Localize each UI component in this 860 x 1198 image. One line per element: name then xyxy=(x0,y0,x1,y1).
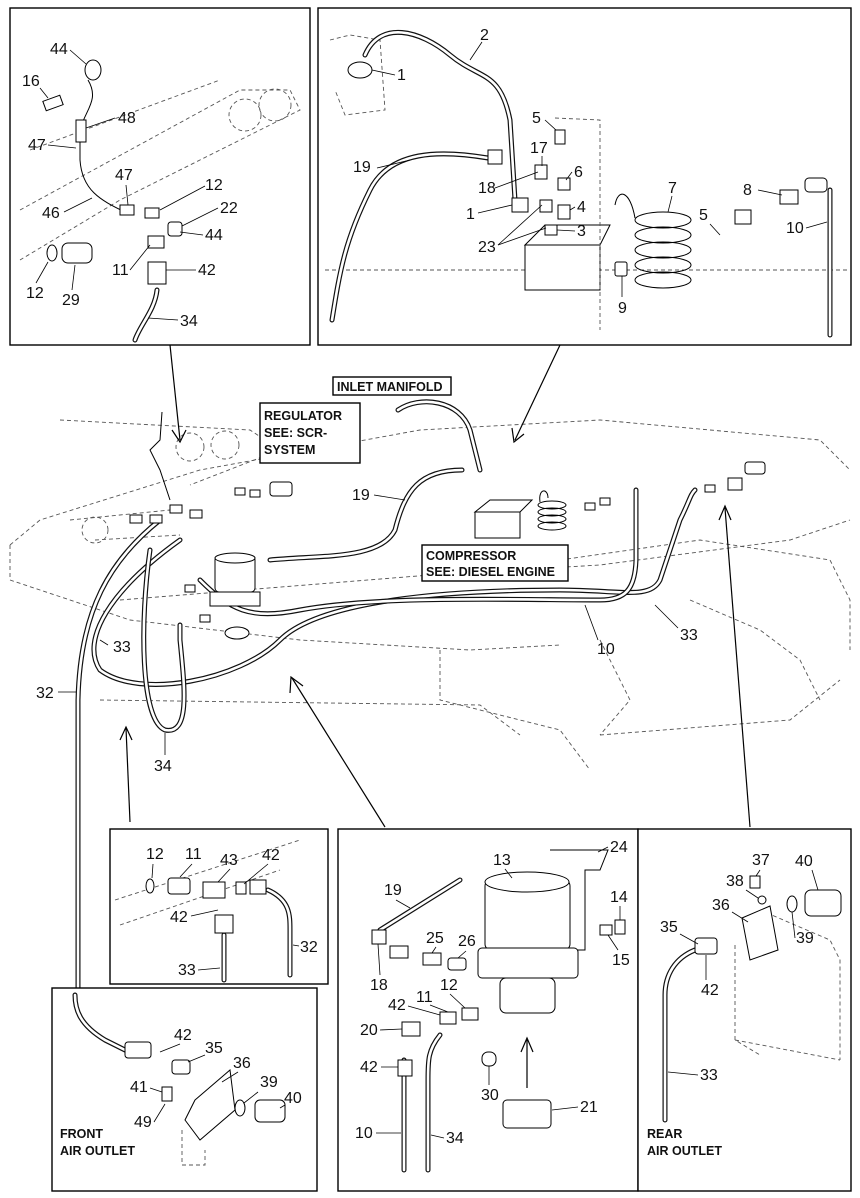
callout-tr-1a: 1 xyxy=(397,67,406,84)
top-left-detail-panel: 44 16 48 47 47 12 22 46 44 11 42 12 29 3… xyxy=(9,7,311,346)
callout-main-33-left: 33 xyxy=(113,639,131,656)
callout-tr-1b: 1 xyxy=(466,206,475,223)
callout-bc-21: 21 xyxy=(580,1099,598,1116)
callout-br-33: 33 xyxy=(700,1067,718,1084)
callout-bc-13: 13 xyxy=(493,852,511,869)
callout-tl-12: 12 xyxy=(205,177,223,194)
callout-ml-11: 11 xyxy=(185,846,202,863)
rear-air-outlet-panel: 37 40 38 36 35 39 42 33 REAR AIR OUTLET xyxy=(637,828,852,1192)
callout-tr-9: 9 xyxy=(618,300,627,317)
callout-bl-42: 42 xyxy=(174,1027,192,1044)
callout-bl-39: 39 xyxy=(260,1074,278,1091)
callout-ml-42a: 42 xyxy=(262,847,280,864)
callout-tr-19: 19 xyxy=(353,159,371,176)
regulator-caption-line2: SEE: SCR- xyxy=(264,426,327,440)
front-outlet-caption-line2: AIR OUTLET xyxy=(60,1144,135,1158)
callout-tl-46: 46 xyxy=(42,205,60,222)
callout-tl-16: 16 xyxy=(22,73,40,90)
callout-tr-17: 17 xyxy=(530,140,548,157)
callout-bl-36: 36 xyxy=(233,1055,251,1072)
callout-tl-47b: 47 xyxy=(115,167,133,184)
regulator-caption-line1: REGULATOR xyxy=(264,409,342,423)
callout-bc-20: 20 xyxy=(360,1022,378,1039)
callout-ml-42b: 42 xyxy=(170,909,188,926)
callout-tl-34: 34 xyxy=(180,313,198,330)
callout-bl-40: 40 xyxy=(284,1090,302,1107)
callout-br-40: 40 xyxy=(795,853,813,870)
callout-bl-49: 49 xyxy=(134,1114,152,1131)
callout-br-39: 39 xyxy=(796,930,814,947)
callout-tl-22: 22 xyxy=(220,200,238,217)
mid-left-detail-panel: 12 11 43 42 42 33 32 xyxy=(109,828,329,985)
callout-bc-24: 24 xyxy=(610,839,628,856)
callout-ml-12: 12 xyxy=(146,846,164,863)
callout-br-42: 42 xyxy=(701,982,719,999)
callout-bc-25: 25 xyxy=(426,930,444,947)
callout-main-10: 10 xyxy=(597,641,615,658)
callout-tr-10: 10 xyxy=(786,220,804,237)
compressor-caption-line1: COMPRESSOR xyxy=(426,549,516,563)
compressor-caption-line2: SEE: DIESEL ENGINE xyxy=(426,565,555,579)
callout-br-36: 36 xyxy=(712,897,730,914)
compressor-caption-box xyxy=(421,544,569,582)
callout-tr-5a: 5 xyxy=(532,110,541,127)
callout-bc-30: 30 xyxy=(481,1087,499,1104)
callout-bl-35: 35 xyxy=(205,1040,223,1057)
callout-tl-42: 42 xyxy=(198,262,216,279)
callout-bc-15: 15 xyxy=(612,952,630,969)
callout-br-37: 37 xyxy=(752,852,770,869)
top-right-detail-panel: 2 1 5 19 17 6 18 1 4 3 23 7 8 5 10 9 xyxy=(317,7,852,346)
rear-outlet-caption-line1: REAR xyxy=(647,1127,682,1141)
callout-tr-3: 3 xyxy=(577,223,586,240)
callout-br-38: 38 xyxy=(726,873,744,890)
front-outlet-caption-line1: FRONT xyxy=(60,1127,103,1141)
callout-tr-8: 8 xyxy=(743,182,752,199)
callout-bc-34: 34 xyxy=(446,1130,464,1147)
front-air-outlet-panel: 42 35 36 41 39 40 49 FRONT AIR OUTLET xyxy=(51,987,318,1192)
callout-bc-11: 11 xyxy=(416,989,433,1006)
callout-main-34: 34 xyxy=(154,758,172,775)
callout-tl-11: 11 xyxy=(112,262,129,279)
callout-bc-26: 26 xyxy=(458,933,476,950)
callout-tl-47a: 47 xyxy=(28,137,46,154)
callout-bc-42a: 42 xyxy=(388,997,406,1014)
callout-tr-6: 6 xyxy=(574,164,583,181)
callout-tr-5b: 5 xyxy=(699,207,708,224)
callout-bc-14: 14 xyxy=(610,889,628,906)
callout-bc-19: 19 xyxy=(384,882,402,899)
main-assembly-view: INLET MANIFOLD REGULATOR SEE: SCR- SYSTE… xyxy=(9,344,851,1003)
callout-tr-2: 2 xyxy=(480,27,489,44)
callout-main-19: 19 xyxy=(352,487,370,504)
callout-ml-33: 33 xyxy=(178,962,196,979)
callout-main-32: 32 xyxy=(36,685,54,702)
rear-outlet-caption-line2: AIR OUTLET xyxy=(647,1144,722,1158)
callout-tl-48: 48 xyxy=(118,110,136,127)
callout-tr-4: 4 xyxy=(577,199,586,216)
callout-tl-29: 29 xyxy=(62,292,80,309)
callout-tl-12b: 12 xyxy=(26,285,44,302)
callout-ml-32: 32 xyxy=(300,939,318,956)
callout-ml-43: 43 xyxy=(220,852,238,869)
callout-bc-42b: 42 xyxy=(360,1059,378,1076)
callout-bl-41: 41 xyxy=(130,1079,148,1096)
callout-tr-7: 7 xyxy=(668,180,677,197)
bottom-center-detail-panel: 13 24 19 25 26 14 15 18 42 11 12 20 42 3… xyxy=(337,828,639,1192)
callout-tl-44a: 44 xyxy=(50,41,68,58)
callout-main-33-right: 33 xyxy=(680,627,698,644)
regulator-caption-line3: SYSTEM xyxy=(264,443,315,457)
callout-bc-10: 10 xyxy=(355,1125,373,1142)
callout-br-35: 35 xyxy=(660,919,678,936)
inlet-manifold-caption-box xyxy=(332,376,452,396)
inlet-manifold-caption: INLET MANIFOLD xyxy=(337,380,443,394)
callout-tr-23: 23 xyxy=(478,239,496,256)
callout-tr-18: 18 xyxy=(478,180,496,197)
callout-bc-12: 12 xyxy=(440,977,458,994)
callout-bc-18: 18 xyxy=(370,977,388,994)
callout-tl-44b: 44 xyxy=(205,227,223,244)
regulator-caption-box xyxy=(259,402,361,464)
